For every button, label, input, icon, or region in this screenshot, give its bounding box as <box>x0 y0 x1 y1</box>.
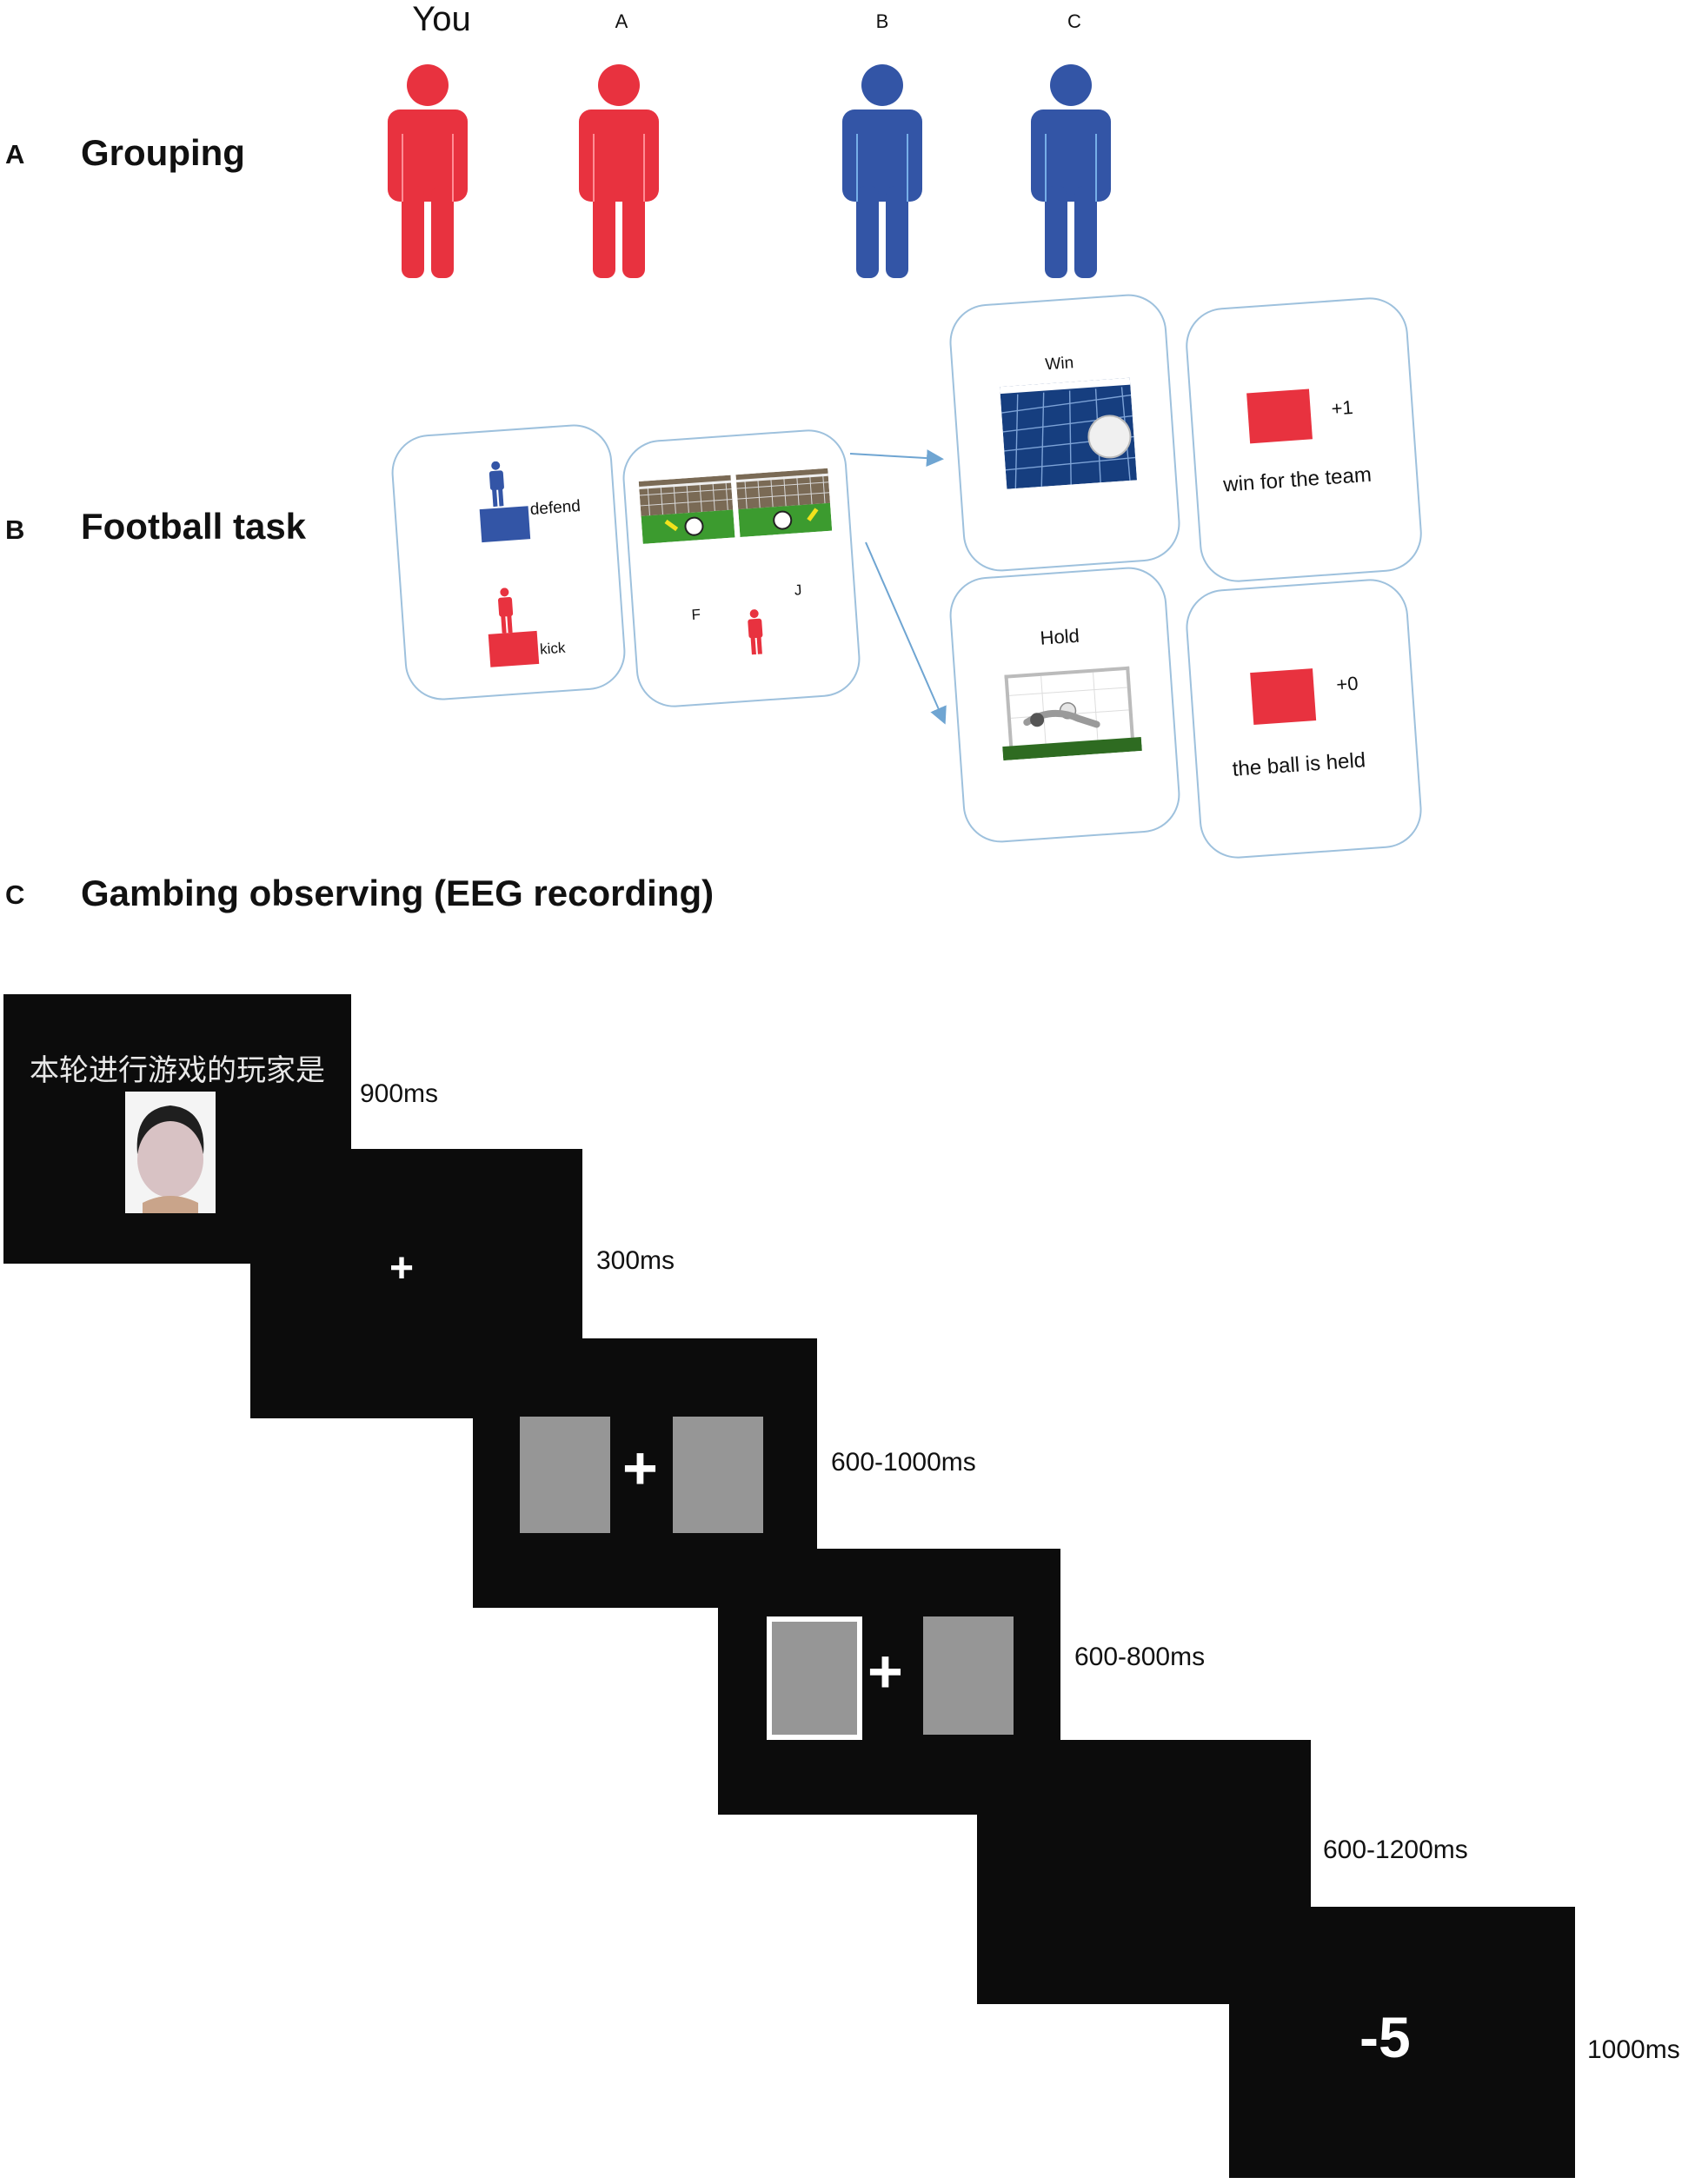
win-score-card: +1 win for the team <box>1183 295 1425 585</box>
time-label-300: 300ms <box>596 1246 675 1275</box>
person-icon-you <box>388 64 468 278</box>
goal-right-image <box>735 468 833 538</box>
person-label-b: B <box>875 10 889 32</box>
win-label: Win <box>1044 354 1074 375</box>
player-prompt-text: 本轮进行游戏的玩家是 <box>30 1053 325 1088</box>
person-label-c: C <box>1067 10 1081 32</box>
hold-caption: the ball is held <box>1231 748 1366 781</box>
role-card: defend kick <box>389 422 628 703</box>
person-icon-c <box>1031 64 1111 278</box>
fixation-cross: + <box>867 1637 903 1705</box>
right-card[interactable] <box>923 1616 1014 1735</box>
time-label-900: 900ms <box>360 1079 439 1108</box>
small-red-person-icon <box>498 587 514 634</box>
cards-screen: + <box>473 1338 817 1608</box>
win-card: Win <box>947 291 1183 574</box>
choice-card: F J <box>620 427 863 710</box>
time-label-1000: 1000ms <box>1587 2035 1680 2064</box>
right-card[interactable] <box>673 1417 763 1533</box>
red-goal-rect <box>488 630 540 667</box>
person-icon-a <box>579 64 659 278</box>
outcome-value: -5 <box>1359 2005 1411 2069</box>
fixation-cross: + <box>389 1245 415 1291</box>
hold-score: +0 <box>1335 672 1359 696</box>
panel-a-letter: A <box>5 139 25 169</box>
time-label-600-800: 600-800ms <box>1074 1643 1206 1671</box>
win-caption: win for the team <box>1222 462 1373 497</box>
selection-screen: + <box>718 1549 1060 1815</box>
blue-goal-rect <box>479 506 531 543</box>
person-label-you: You <box>412 0 471 38</box>
key-j-label: J <box>794 581 803 599</box>
panel-c-letter: C <box>5 880 25 910</box>
red-score-rect <box>1250 668 1317 726</box>
fixation-cross: + <box>622 1434 658 1502</box>
goalkeeper-image <box>1002 666 1142 761</box>
small-red-person-icon <box>748 609 763 655</box>
panel-b-title: Football task <box>81 506 307 547</box>
panel-b-letter: B <box>5 514 25 545</box>
key-f-label: F <box>690 606 701 624</box>
hold-label: Hold <box>1039 624 1080 649</box>
panel-a-title: Grouping <box>81 132 245 173</box>
red-score-rect <box>1246 388 1313 444</box>
outcome-screen: -5 <box>1229 1907 1575 2178</box>
time-label-600-1000: 600-1000ms <box>831 1448 976 1477</box>
small-blue-person-icon <box>489 461 504 508</box>
player-face-photo <box>125 1092 216 1213</box>
person-label-a: A <box>615 10 628 32</box>
defend-label: defend <box>529 497 582 520</box>
win-score: +1 <box>1330 395 1354 420</box>
kick-label: kick <box>539 639 566 658</box>
hold-score-card: +0 the ball is held <box>1183 576 1425 861</box>
goal-net-image <box>1000 377 1137 489</box>
selected-left-card[interactable] <box>767 1616 862 1740</box>
panel-c-title: Gambing observing (EEG recording) <box>81 873 715 913</box>
left-card[interactable] <box>520 1417 610 1533</box>
time-label-600-1200: 600-1200ms <box>1323 1835 1468 1864</box>
outcome-arrows <box>849 449 947 725</box>
hold-card: Hold <box>947 564 1183 846</box>
person-icon-b <box>842 64 922 278</box>
goal-left-image <box>638 475 735 544</box>
